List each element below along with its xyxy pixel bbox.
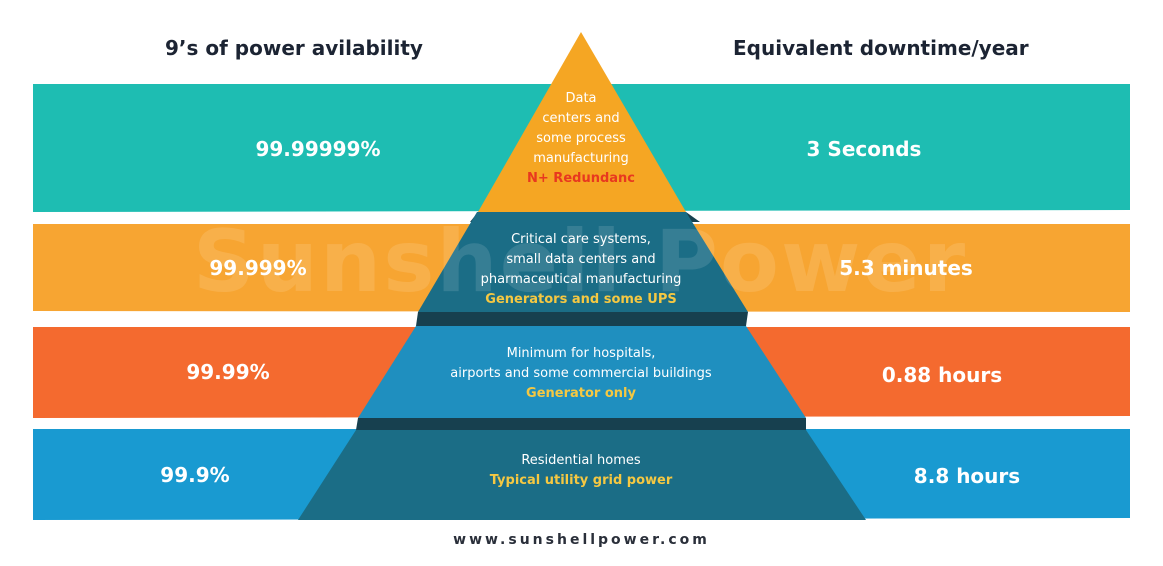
tier-3-description: Minimum for hospitals, airports and some… bbox=[450, 344, 711, 404]
tier-4-solution: Typical utility grid power bbox=[489, 473, 673, 488]
downtime-header: Equivalent downtime/year bbox=[733, 36, 1029, 60]
website-url: www.sunshellpower.com bbox=[453, 532, 710, 548]
tier-3-pyramid-segment bbox=[358, 326, 806, 418]
tier-1-desc-line: centers and bbox=[542, 111, 620, 126]
tier-3-downtime: 0.88 hours bbox=[881, 363, 1003, 387]
tier-2-availability: 99.999% bbox=[209, 256, 307, 280]
tier-1-availability: 99.99999% bbox=[255, 137, 381, 161]
tier-4-desc-line: Residential homes bbox=[521, 453, 641, 468]
pyramid-connector bbox=[416, 312, 748, 326]
tier-2-pyramid-segment bbox=[418, 212, 748, 312]
availability-header: 9’s of power avilability bbox=[165, 36, 423, 60]
tier-2-desc-line: pharmaceutical manufacturing bbox=[480, 272, 682, 287]
tier-3-availability: 99.99% bbox=[186, 360, 270, 384]
tier-3-desc-line: Minimum for hospitals, bbox=[506, 346, 656, 361]
tier-1-downtime: 3 Seconds bbox=[806, 137, 922, 161]
tier-2-desc-line: Critical care systems, bbox=[511, 232, 651, 247]
tier-4-description: Residential homes Typical utility grid p… bbox=[490, 451, 673, 491]
tier-1-desc-line: manufacturing bbox=[533, 151, 629, 166]
tier-1-pyramid-segment bbox=[478, 32, 686, 212]
tier-2-desc-line: small data centers and bbox=[506, 252, 656, 267]
tier-4-pyramid-segment bbox=[298, 430, 866, 520]
tier-2-downtime: 5.3 minutes bbox=[839, 256, 973, 280]
tier-3-desc-line: airports and some commercial buildings bbox=[450, 366, 712, 381]
tier-1-desc-line: some process bbox=[536, 131, 626, 146]
tier-1-solution: N+ Redundanc bbox=[527, 171, 635, 186]
tier-1-desc-line: Data bbox=[565, 91, 597, 106]
pyramid-connector bbox=[356, 418, 806, 430]
tier-3-solution: Generator only bbox=[526, 386, 636, 401]
tier-1-description: Data centers and some process manufactur… bbox=[527, 89, 635, 189]
tier-2-solution: Generators and some UPS bbox=[485, 292, 677, 307]
tier-4-downtime: 8.8 hours bbox=[913, 464, 1021, 488]
tier-2-description: Critical care systems, small data center… bbox=[481, 230, 682, 310]
tier-4-availability: 99.9% bbox=[160, 463, 230, 487]
